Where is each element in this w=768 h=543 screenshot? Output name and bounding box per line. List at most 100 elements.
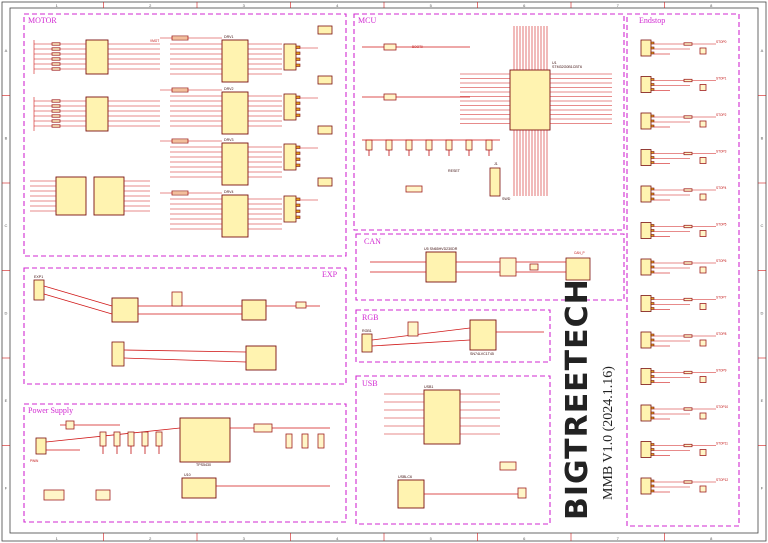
endstop-filter-cap [699, 339, 707, 347]
motor-header-pin [295, 45, 301, 49]
motor-jumper-header [317, 177, 333, 187]
endstop-filter-cap [699, 120, 707, 128]
endstop-pin [650, 51, 655, 55]
endstop-section-border [626, 13, 740, 527]
motor-output-headers [283, 25, 333, 223]
motor-series-resistor [51, 62, 61, 66]
power-section-title: Power Supply [28, 406, 73, 415]
motor-header-pin [295, 107, 301, 111]
rgb-section-border [355, 309, 551, 363]
power-input-cap [99, 431, 107, 447]
rgb-level-shifter-chip [469, 319, 497, 351]
endstop-pin [650, 156, 655, 159]
endstop-filter-cap [699, 449, 707, 456]
power-ldo-chip [181, 477, 217, 499]
exp-mosfet [171, 291, 183, 307]
can-wires [370, 257, 566, 277]
usb-esd-chip [397, 479, 425, 509]
endstop-connector [640, 368, 652, 385]
power-vin-rail [45, 427, 181, 443]
endstop-pin [650, 192, 655, 196]
mcu-section-border [353, 13, 625, 231]
motor-output-header [283, 43, 297, 71]
motor-wires [30, 35, 282, 230]
motor-buffer-chip-2 [85, 96, 109, 132]
motor-buffer-chip-3 [55, 176, 87, 216]
power-output-cap [301, 433, 309, 449]
endstop-pin [650, 88, 655, 91]
endstop-pin [650, 151, 655, 154]
mcu-boot-button [383, 93, 397, 101]
zone-row-label-right: A [761, 48, 764, 53]
endstop-connector [640, 185, 652, 203]
motor-jumper-header [317, 25, 333, 35]
motor-jumper-header [317, 125, 333, 135]
motor-output-header [283, 195, 297, 223]
power-aux-connector [95, 489, 111, 501]
endstop-pin [650, 370, 655, 373]
exp-header-bottom [111, 341, 125, 367]
endstop-net-label: STOP0 [716, 40, 727, 44]
rgb-wires [371, 321, 544, 347]
mcu-decoupling-caps [362, 139, 500, 156]
exp-level-shifter-chip [111, 297, 139, 323]
board-version-text: MMB V1.0 (2024.1.16) [601, 366, 616, 500]
endstop-resistor [683, 334, 693, 338]
motor-header-pin [295, 57, 301, 61]
endstop-pin [650, 297, 655, 300]
endstop-pin [650, 448, 655, 451]
power-input-connector [35, 437, 47, 455]
endstop-pin [650, 302, 655, 305]
power-switch [43, 489, 65, 501]
exp-diode [295, 301, 307, 309]
endstop-connector [640, 404, 652, 422]
motor-series-resistor [51, 119, 61, 123]
zone-row-label-left: C [5, 223, 8, 228]
endstop-connector [640, 112, 652, 130]
endstop-connectors: STOP0STOP1STOP2STOP3STOP4STOP5STOP6STOP7… [640, 39, 728, 495]
exp-header-label: EXP1 [34, 275, 43, 279]
power-wires [43, 420, 330, 501]
mcu-cap [465, 139, 473, 151]
endstop-net-label: STOP5 [716, 223, 727, 227]
zone-column-label-bottom: 5 [430, 536, 433, 541]
endstop-pin [650, 343, 655, 347]
endstop-pin [650, 406, 655, 410]
motor-jumper-header [317, 75, 333, 85]
endstop-pin [650, 46, 655, 50]
endstop-filter-cap [699, 157, 707, 164]
endstop-filter-cap [699, 47, 707, 55]
endstop-net-label: STOP11 [716, 442, 728, 446]
mcu-boot-label: BOOT0 [412, 45, 423, 49]
zone-column-label-top: 4 [336, 3, 339, 8]
motor-header-pin [295, 63, 301, 67]
zone-row-label-left: F [5, 485, 8, 490]
power-input-cap [155, 431, 163, 447]
endstop-net-label: STOP10 [716, 405, 728, 409]
endstop-pin [650, 224, 655, 227]
endstop-pin [650, 83, 655, 86]
endstop-pin [650, 265, 655, 269]
motor-section-title: MOTOR [28, 16, 57, 25]
motor-driver-chip-2 [221, 91, 249, 135]
power-input-cap [141, 431, 149, 447]
endstop-filter-cap [699, 84, 707, 91]
usb-section-border [355, 375, 551, 525]
endstop-connector [640, 258, 652, 276]
motor-series-resistor [51, 109, 61, 113]
zone-row-label-right: D [761, 310, 764, 315]
endstop-pin [650, 124, 655, 128]
mcu-cap [405, 139, 413, 151]
exp-section-title: EXP [322, 270, 338, 279]
endstop-connector [640, 477, 652, 495]
motor-buffer-chip-1 [85, 39, 109, 75]
motor-vmot-label: VMOT [150, 39, 159, 43]
usb-esd-label: USBLC6 [398, 475, 412, 479]
zone-column-label-top: 2 [149, 3, 152, 8]
rgb-section-title: RGB [362, 313, 378, 322]
exp-buffer-chip-2 [245, 345, 277, 371]
endstop-pin [650, 78, 655, 81]
endstop-connector [640, 149, 652, 166]
endstop-resistor [683, 224, 693, 229]
